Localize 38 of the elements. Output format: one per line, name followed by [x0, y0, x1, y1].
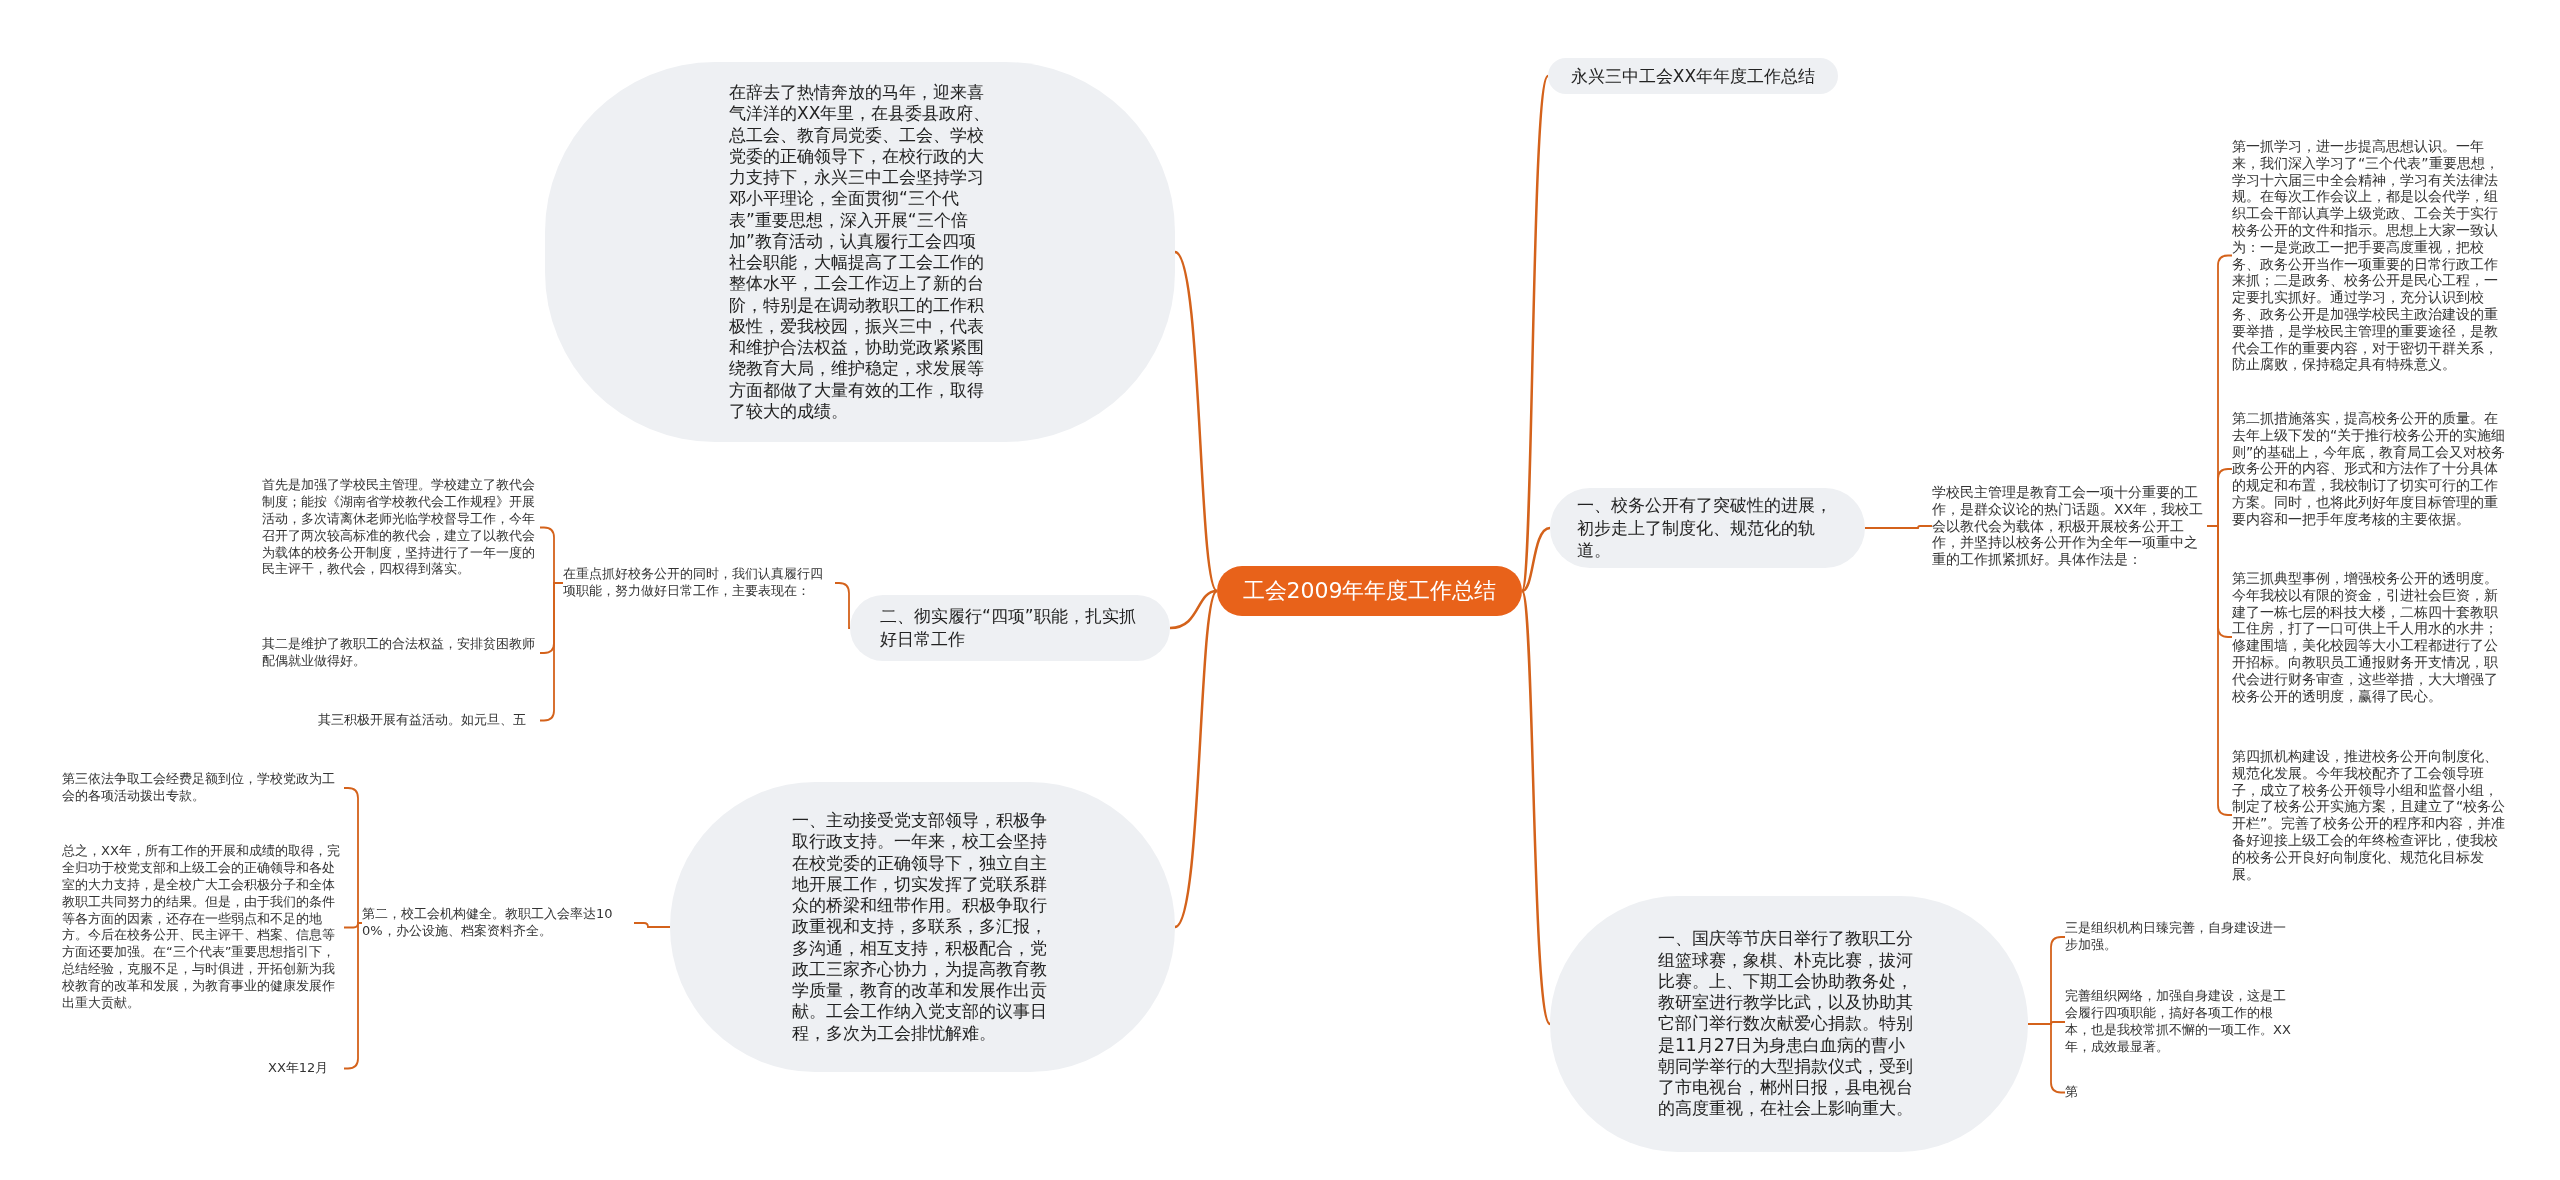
branch-text: 学校民主管理是教育工会一项十分重要的工作，是群众议论的热门话题。XX年，我校工会以教代会为载体，积极开展校务公开工作，并坚持以校务公开作为全年一项重中之重的工作抓紧抓好。具体作法是： — [1932, 484, 2207, 568]
branch-text: 在重点抓好校务公开的同时，我们认真履行四项职能，努力做好日常工作，主要表现在： — [563, 566, 835, 600]
topic-text: 在辞去了热情奔放的马年，迎来喜气洋洋的XX年里，在县委县政府、总工会、教育局党委、工会、学校党委的正确领导下，在校行政的大力支持下，永兴三中工会坚持学习邓小平理论，全面贯彻“三个代表”重要思想，深入开展“三个倍加”教育活动，认真履行工会四项社会职能，大幅提高了工会工作的整体水平，工会工作迈上了新的台阶，特别是在调动教职工的工作积极性，爱我校园，振兴三中，代表和维护合法权益，协助党政紧紧围绕教育大局，维护稳定，求发展等方面都做了大量有效的工作，取得了较大的成绩。 — [729, 82, 991, 422]
topic-text: 一、校务公开有了突破性的进展，初步走上了制度化、规范化的轨道。 — [1576, 493, 1833, 563]
branch-text: 第二抓措施落实，提高校务公开的质量。在去年上级下发的“关于推行校务公开的实施细则”的基础上，今年底，教育局工会又对校务政务公开的内容、形式和方法作了十分具体的规定和布置，我校制订了切实可行的工作方案。同时，也将此列好年度目标管理的重要内容和一把手年度考核的主要依据。 — [2232, 410, 2507, 528]
topic-text: 一、主动接受党支部领导，积极争取行政支持。一年来，校工会坚持在校党委的正确领导下，独立自主地开展工作，切实发挥了党联系群众的桥梁和纽带作用。积极争取行政重视和支持，多联系，多汇报，多沟通，相互支持，积极配合，党政工三家齐心协力，为提高教育教学质量，教育的改革和发展作出贡献。工会工作纳入党支部的议事日程，多次为工会排忧解难。 — [791, 810, 1048, 1044]
branch-text: 其二是维护了教职工的合法权益，安排贫困教师配偶就业做得好。 — [262, 636, 540, 670]
connector-line — [343, 922, 363, 1070]
branch-text: 第 — [2065, 1084, 2095, 1101]
branch-text: 完善组织网络，加强自身建设，这是工会履行四项职能，搞好各项工作的根本，也是我校常抓不懈的一项工作。XX年，成效最显著。 — [2065, 988, 2297, 1056]
branch-text: 总之，XX年，所有工作的开展和成绩的取得，完全归功于校党支部和上级工会的正确领导和各处室的大力支持，是全校广大工会积极分子和全体教职工共同努力的结果。但是，由于我们的条件等各方面的因素，还存在一些弱点和不足的地方。今后在校务公开、民主评干、档案、信息等方面还要加强。在“三个代表”重要思想指引下，总结经验，克服不足，与时俱进，开拓创新为我校教育的改革和发展，为教育事业的健康发展作出重大贡献。 — [62, 843, 344, 1012]
branch-text: 首先是加强了学校民主管理。学校建立了教代会制度；能按《湖南省学校教代会工作规程》开展活动，多次请离休老师光临学校督导工作，今年召开了两次较高标准的教代会，建立了以教代会为载体的校务公开制度，坚持进行了一年一度的民主评干，教代会，四权得到落实。 — [262, 477, 540, 579]
central-topic — [1217, 566, 1522, 616]
branch-text: 第三依法争取工会经费足额到位，学校党政为工会的各项活动拨出专款。 — [62, 771, 344, 805]
branch-text: 第四抓机构建设，推进校务公开向制度化、规范化发展。今年我校配齐了工会领导班子，成立了校务公开领导小组和监督小组，制定了校务公开实施方案，且建立了“校务公开栏”。完善了校务公开的程序和内容，并准备好迎接上级工会的年终检查评比，使我校的校务公开良好向制度化、规范化目标发展。 — [2232, 748, 2507, 883]
connector-line — [1521, 526, 1551, 593]
connector-line — [1174, 590, 1219, 928]
branch-text: 三是组织机构日臻完善，自身建设进一步加强。 — [2065, 920, 2297, 954]
branch-text: 第二，校工会机构健全。教职工入会率达100%，办公设施、档案资料齐全。 — [362, 906, 634, 940]
topic-pill — [1548, 58, 1838, 94]
topic-title: 工会2009年年度工作总结 — [1242, 576, 1497, 605]
connector-line — [1169, 589, 1218, 630]
topic-text: 永兴三中工会XX年年度工作总结 — [1570, 64, 1816, 88]
topic-text: 一、国庆等节庆日举行了教职工分组篮球赛，象棋、朴克比赛，拔河比赛。上、下期工会协助教务处，教研室进行教学比武，以及协助其它部门举行数次献爱心捐款。特别是11月27日为身患白血病的曹小朝同学举行的大型捐款仪式，受到了市电视台，郴州日报，县电视台的高度重视，在社会上影响重大。 — [1658, 928, 1914, 1120]
branch-text: 第三抓典型事例，增强校务公开的透明度。今年我校以有限的资金，引进社会巨资，新建了一栋七层的科技大楼，二栋四十套教职工住房，打了一口可供上千人用水的水井；修建围墙，美化校园等大小工程都进行了公开招标。向教职员工通报财务开支情况，职代会进行财务审查，这些举措，大大增强了校务公开的透明度，赢得了民心。 — [2232, 570, 2507, 705]
connector-line — [2206, 525, 2233, 816]
connector-line — [834, 582, 851, 629]
topic-pill — [850, 595, 1170, 661]
branch-text: XX年12月 — [268, 1060, 344, 1077]
connector-line — [1520, 590, 1552, 1025]
branch-text: 第一抓学习，进一步提高思想认识。一年来，我们深入学习了“三个代表”重要思想，学习十六届三中全会精神，学习有关法律法规。在每次工作会议上，都是以会代学，组织工会干部认真学上级党政、工会关于实行校务公开的文件和指示。思想上大家一致认为：一是党政工一把手要高度重视，把校务、政务公开当作一项重要的日常行政工作来抓；二是政务、校务公开是民心工程，一定要扎实抓好。通过学习，充分认识到校务、政务公开是加强学校民主政治建设的重要举措，是学校民主管理的重要途径，是教代会工作的重要内容，对于密切干群关系，防止腐败，保持稳定具有特殊意义。 — [2232, 138, 2507, 374]
topic-text: 二、彻实履行“四项”职能，扎实抓好日常工作 — [880, 605, 1137, 651]
connector-line — [1520, 75, 1550, 592]
connector-line — [1864, 525, 1933, 529]
connector-line — [1174, 251, 1219, 592]
connector-line — [539, 582, 564, 722]
connector-line — [633, 922, 671, 928]
branch-text: 其三积极开展有益活动。如元旦、五 — [318, 712, 540, 729]
